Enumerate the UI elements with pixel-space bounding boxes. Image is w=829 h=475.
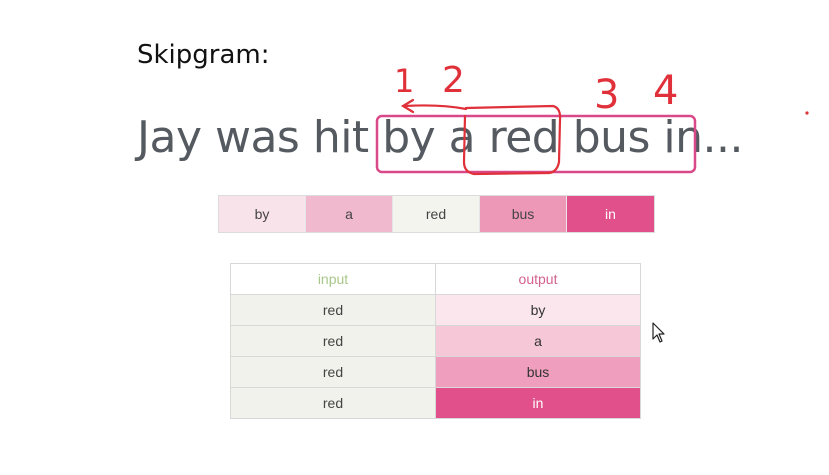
stray-ink-dot [805, 111, 809, 115]
output-cell: by [435, 294, 641, 326]
input-cell: red [230, 387, 436, 419]
table-row: red a [230, 325, 641, 357]
context-left-words: by a [382, 112, 489, 163]
sentence-prefix: Jay was hit [137, 112, 383, 163]
handdrawn-arrow [403, 104, 468, 111]
mouse-pointer-icon [652, 322, 665, 343]
output-cell: bus [435, 356, 641, 388]
window-cell-bus: bus [480, 196, 567, 232]
example-sentence: Jay was hit by a red bus in... [137, 112, 744, 163]
output-column-header: output [435, 263, 641, 295]
window-cell-red: red [393, 196, 480, 232]
table-row: red in [230, 387, 641, 419]
input-cell: red [230, 356, 436, 388]
input-cell: red [230, 325, 436, 357]
center-word: red [488, 112, 560, 163]
input-column-header: input [230, 263, 436, 295]
annotation-number-2: 2 [442, 60, 465, 101]
slide-heading: Skipgram: [137, 40, 270, 70]
table-row: red by [230, 294, 641, 326]
window-cell-by: by [219, 196, 306, 232]
annotation-number-4: 4 [653, 68, 678, 114]
handdrawn-arrowhead [400, 98, 415, 114]
context-right-words: bus in [559, 112, 703, 163]
table-row: red bus [230, 356, 641, 388]
output-cell: in [435, 387, 641, 419]
window-cell-a: a [306, 196, 393, 232]
window-cell-in: in [567, 196, 654, 232]
output-cell: a [435, 325, 641, 357]
skipgram-window-strip: by a red bus in [218, 195, 655, 233]
table-header-row: input output [230, 263, 641, 295]
sentence-ellipsis: ... [702, 112, 744, 163]
training-pairs-table: input output red by red a red bus red in [230, 263, 641, 419]
annotation-number-1: 1 [394, 62, 414, 100]
input-cell: red [230, 294, 436, 326]
